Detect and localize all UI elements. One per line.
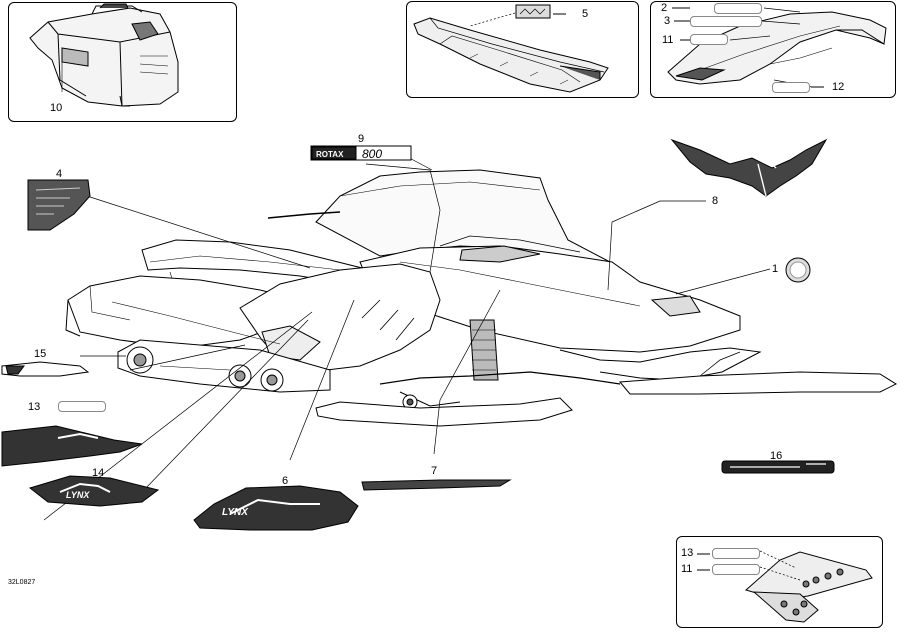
windshield-drawing xyxy=(667,7,887,88)
callout-10: 10 xyxy=(50,102,63,114)
seat-drawing xyxy=(413,4,609,93)
decal-lynx-text-6: LYNX xyxy=(222,507,249,518)
callout-3: 3 xyxy=(664,15,671,27)
drawing-code: 32L0827 xyxy=(8,579,36,586)
blank-label-11-inset xyxy=(712,564,760,575)
callout-5: 5 xyxy=(582,8,589,20)
callout-12: 12 xyxy=(832,81,845,93)
blank-label-13-main xyxy=(58,401,106,412)
callout-7: 7 xyxy=(431,465,438,477)
leader-lines xyxy=(43,152,771,521)
snowmobile-drawing xyxy=(65,169,898,427)
fuel-tank-drawing xyxy=(29,3,179,107)
decal-item-8 xyxy=(670,138,828,197)
blank-label-3 xyxy=(690,16,762,27)
callout-8: 8 xyxy=(712,195,719,207)
blank-label-13-inset xyxy=(712,548,760,559)
decal-item-4 xyxy=(27,179,91,231)
decal-rotax-text: ROTAX xyxy=(316,150,344,159)
decal-item-7 xyxy=(361,479,512,491)
blank-label-11 xyxy=(690,34,728,45)
decal-rotax-number: 800 xyxy=(362,147,382,161)
callout-15: 15 xyxy=(34,348,47,360)
callout-2: 2 xyxy=(661,2,668,14)
callout-16: 16 xyxy=(770,450,783,462)
callout-14: 14 xyxy=(92,467,105,479)
rear-bumper-drawing xyxy=(697,550,873,623)
callout-13-inset: 13 xyxy=(681,547,694,559)
blank-label-12 xyxy=(772,82,810,93)
callout-13: 13 xyxy=(28,401,41,413)
callout-4: 4 xyxy=(56,168,63,180)
decal-item-14b xyxy=(28,475,160,507)
decal-item-6 xyxy=(193,485,359,531)
callout-11-inset: 11 xyxy=(681,563,693,575)
callout-1: 1 xyxy=(772,263,779,275)
decal-lynx-text-14: LYNX xyxy=(66,490,90,500)
callout-9: 9 xyxy=(358,133,365,145)
callout-6: 6 xyxy=(282,475,289,487)
decal-item-14a xyxy=(1,425,143,467)
callout-11: 11 xyxy=(662,34,674,46)
blank-label-2 xyxy=(714,3,762,14)
